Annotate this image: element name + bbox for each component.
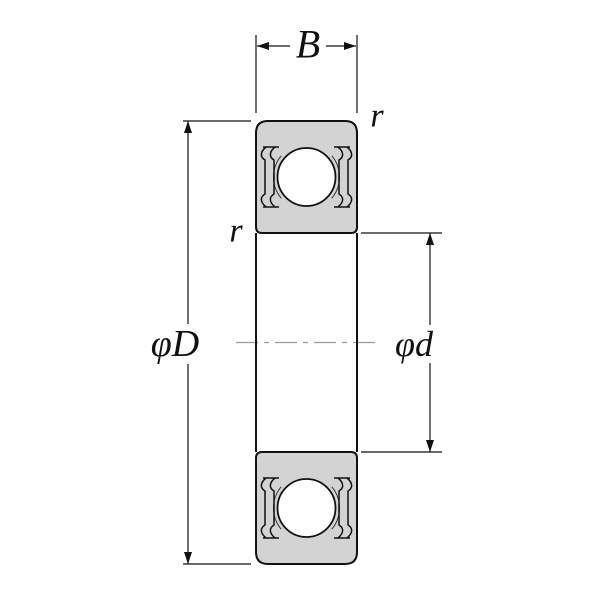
corner-radius-label-left: r [229, 213, 243, 250]
ball-bottom [276, 478, 337, 538]
ball-top [276, 147, 337, 207]
arrowhead-right [344, 42, 356, 50]
width-dimension-label: B [296, 22, 320, 67]
bearing-part [255, 120, 358, 565]
seal-top-right [334, 146, 353, 208]
rolling-element-bottom [272, 478, 341, 538]
arrowhead-top [426, 233, 434, 245]
seal-profile-outer [346, 146, 353, 208]
seal-bottom-left [260, 477, 279, 539]
dimension-outer-diameter: φD [151, 120, 251, 565]
bore-diameter-label: φd [395, 324, 434, 364]
arrowhead-bottom [184, 552, 192, 564]
seal-profile-inner [269, 146, 276, 208]
dimension-width-B: B [255, 22, 358, 113]
seal-top-left [260, 146, 279, 208]
arrowhead-bottom [426, 440, 434, 452]
dimension-bore-diameter: φd [361, 232, 442, 453]
rolling-element-top [272, 147, 341, 207]
seal-profile-outer [346, 477, 353, 539]
seal-profile-inner [337, 477, 344, 539]
arrowhead-left [257, 42, 269, 50]
seal-profile-outer [260, 146, 267, 208]
corner-radius-label-top-right: r [370, 98, 384, 135]
seal-profile-inner [337, 146, 344, 208]
seal-bottom-right [334, 477, 353, 539]
seal-profile-inner [269, 477, 276, 539]
outer-diameter-label: φD [151, 323, 199, 365]
seal-profile-outer [260, 477, 267, 539]
arrowhead-top [184, 121, 192, 133]
